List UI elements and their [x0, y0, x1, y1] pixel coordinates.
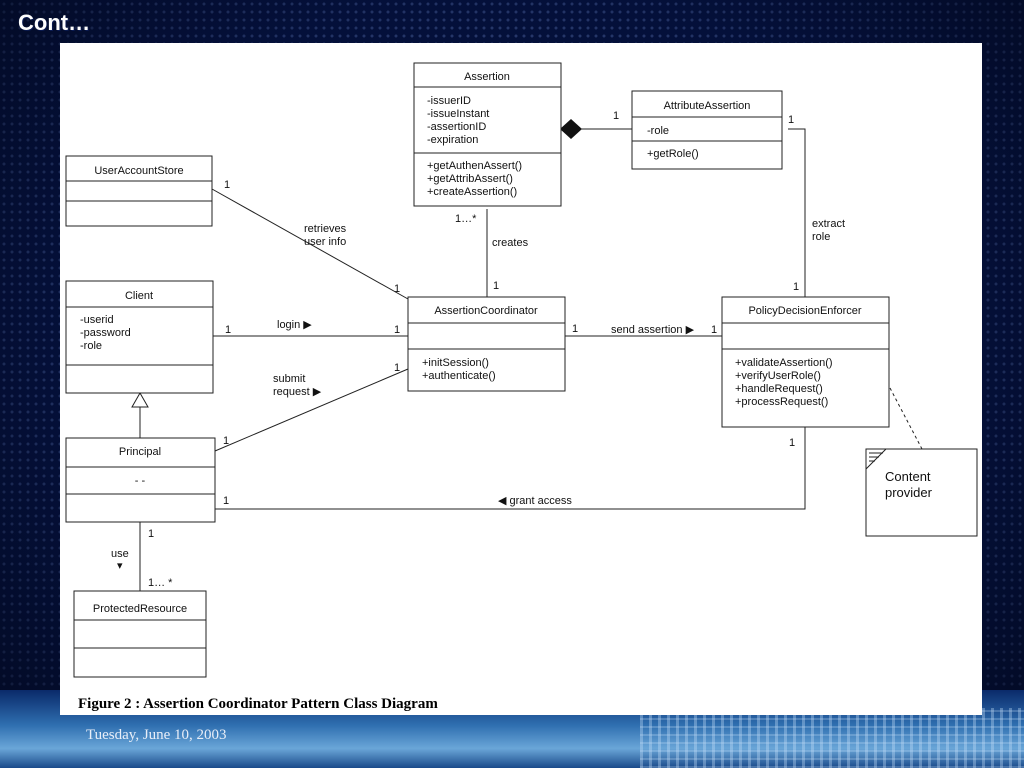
multiplicity-label: 1 — [394, 283, 400, 295]
multiplicity-label: 1 — [148, 528, 154, 540]
association-label: ◀ grant access — [498, 495, 572, 507]
multiplicity-label: 1…* — [455, 213, 477, 225]
principal-class-box — [65, 437, 216, 523]
extract-role-association-line — [788, 128, 806, 297]
attribute-assertion-class-box — [631, 90, 783, 170]
multiplicity-label: 1 — [793, 281, 799, 293]
content-provider-note — [865, 448, 978, 537]
policy-decision-enforcer-operation: +handleRequest() — [735, 383, 823, 395]
principal-class-name: Principal — [119, 446, 161, 458]
client-attribute: -role — [80, 340, 102, 352]
footer-date: Tuesday, June 10, 2003 — [86, 727, 227, 743]
multiplicity-label: 1 — [788, 114, 794, 126]
association-label: creates — [492, 237, 529, 249]
generalization-triangle — [131, 391, 149, 408]
association-label: user info — [304, 236, 346, 248]
assertion-coordinator-operation: +authenticate() — [422, 370, 496, 382]
class-diagram-figure: Assertion AttributeAssertion UserAccount… — [60, 43, 982, 715]
multiplicity-label: 1 — [789, 437, 795, 449]
association-label: retrieves — [304, 223, 347, 235]
note-dashed-link — [889, 387, 923, 450]
policy-decision-enforcer-class-box — [721, 296, 890, 428]
protected-resource-class-box — [73, 590, 207, 678]
assertion-attribute: -assertionID — [427, 121, 486, 133]
multiplicity-label: 1 — [223, 435, 229, 447]
multiplicity-label: 1 — [613, 110, 619, 122]
class-diagram-svg: Assertion AttributeAssertion UserAccount… — [65, 62, 978, 678]
attribute-assertion-operation: +getRole() — [647, 148, 699, 160]
multiplicity-label: 1 — [224, 179, 230, 191]
client-attribute: -password — [80, 327, 131, 339]
association-label: role — [812, 231, 830, 243]
association-label: extract — [812, 218, 845, 230]
association-label: submit — [273, 373, 305, 385]
association-label: use — [111, 548, 129, 560]
principal-attribute: - - — [135, 475, 146, 487]
assertion-attribute: -issueInstant — [427, 108, 489, 120]
assertion-operation: +getAuthenAssert() — [427, 160, 522, 172]
arrow-down-icon: ▾ — [117, 560, 123, 572]
assertion-class-name: Assertion — [464, 71, 510, 83]
note-text-line: Content — [885, 469, 931, 484]
figure-caption: Figure 2 : Assertion Coordinator Pattern… — [78, 696, 438, 712]
policy-decision-enforcer-operation: +verifyUserRole() — [735, 370, 821, 382]
client-class-name: Client — [125, 290, 153, 302]
client-class-box — [65, 280, 214, 394]
composition-diamond — [560, 119, 582, 139]
user-account-store-class-name: UserAccountStore — [94, 165, 183, 177]
assertion-operation: +getAttribAssert() — [427, 173, 513, 185]
policy-decision-enforcer-operation: +processRequest() — [735, 396, 828, 408]
assertion-coordinator-class-box — [407, 296, 566, 392]
multiplicity-label: 1 — [394, 324, 400, 336]
association-label: request ▶ — [273, 386, 322, 398]
assertion-attribute: -expiration — [427, 134, 478, 146]
assertion-coordinator-operation: +initSession() — [422, 357, 489, 369]
multiplicity-label: 1 — [223, 495, 229, 507]
protected-resource-class-name: ProtectedResource — [93, 603, 187, 615]
association-label: send assertion ▶ — [611, 324, 695, 336]
assertion-operation: +createAssertion() — [427, 186, 517, 198]
policy-decision-enforcer-operation: +validateAssertion() — [735, 357, 833, 369]
assertion-coordinator-class-name: AssertionCoordinator — [434, 305, 538, 317]
background-bottom-grid — [640, 708, 1024, 768]
slide-title: Cont… — [18, 10, 91, 35]
note-corner-icon — [865, 448, 888, 471]
attribute-assertion-attribute: -role — [647, 125, 669, 137]
user-account-store-class-box — [65, 155, 213, 227]
policy-decision-enforcer-class-name: PolicyDecisionEnforcer — [748, 305, 861, 317]
attribute-assertion-class-name: AttributeAssertion — [664, 100, 751, 112]
multiplicity-label: 1 — [572, 323, 578, 335]
submit-request-association-line — [214, 368, 409, 452]
multiplicity-label: 1… * — [148, 577, 173, 589]
association-label: login ▶ — [277, 319, 312, 331]
multiplicity-label: 1 — [493, 280, 499, 292]
multiplicity-label: 1 — [711, 324, 717, 336]
retrieves-association-line — [211, 188, 409, 300]
client-attribute: -userid — [80, 314, 114, 326]
multiplicity-label: 1 — [394, 362, 400, 374]
note-text-line: provider — [885, 485, 933, 500]
assertion-attribute: -issuerID — [427, 95, 471, 107]
multiplicity-label: 1 — [225, 324, 231, 336]
grant-access-association-line — [215, 427, 806, 510]
